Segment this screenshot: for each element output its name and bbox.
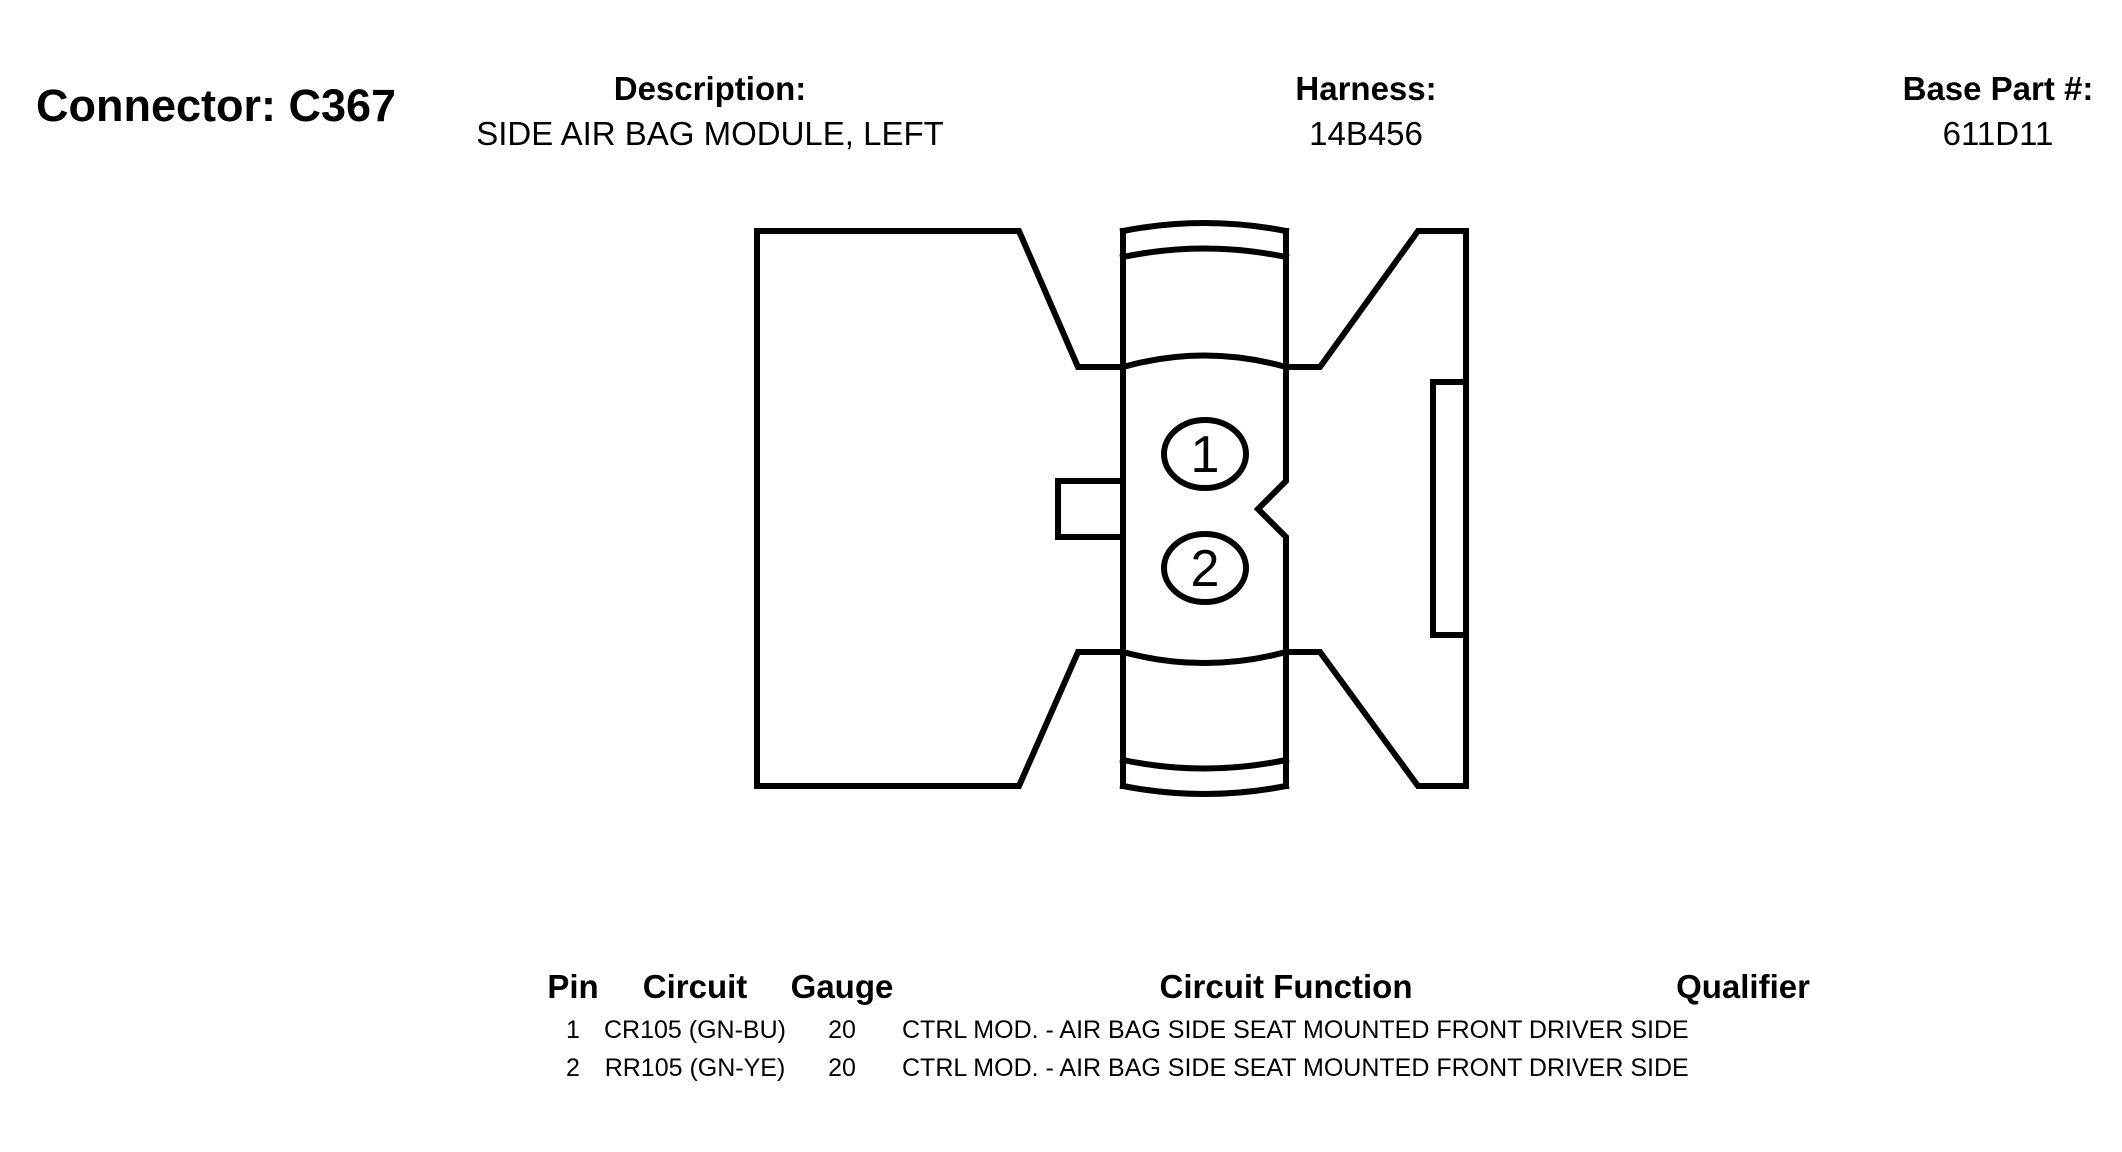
connector-top-cap: [1119, 220, 1290, 261]
table-row-1-function: CTRL MOD. - AIR BAG SIDE SEAT MOUNTED FR…: [902, 1016, 1689, 1044]
pin-1-circle: [1161, 417, 1249, 491]
table-row-1-circuit: CR105 (GN-BU): [604, 1016, 786, 1044]
description-label: Description:: [613, 70, 807, 107]
table-row-2-circuit: RR105 (GN-YE): [604, 1054, 786, 1082]
connector-latch-tab: [1055, 478, 1126, 540]
table-header-function: Circuit Function: [1159, 968, 1413, 1005]
table-row-1-pin: 1: [566, 1016, 580, 1044]
table-row-2-gauge: 20: [828, 1054, 856, 1082]
base-part-label: Base Part #:: [1902, 70, 2094, 107]
connector-inner-arc-top: [1119, 352, 1290, 371]
table-header-pin: Pin: [547, 968, 599, 1005]
table-row-1-gauge: 20: [828, 1016, 856, 1044]
pin-1-label: 1: [1191, 426, 1220, 484]
table-header-circuit: Circuit: [642, 968, 748, 1005]
table-header-gauge: Gauge: [790, 968, 894, 1005]
harness-value: 14B456: [1309, 115, 1423, 152]
pin-2-label: 2: [1191, 540, 1220, 598]
connector-bottom-cap: [1119, 756, 1290, 797]
connector-left-body: [754, 228, 1126, 789]
table-row-2-pin: 2: [566, 1054, 580, 1082]
pin-2-circle: [1161, 531, 1249, 605]
table-row-2-function: CTRL MOD. - AIR BAG SIDE SEAT MOUNTED FR…: [902, 1054, 1689, 1082]
connector-title: Connector: C367: [36, 80, 397, 131]
base-part-value: 611D11: [1942, 115, 2054, 152]
description-value: SIDE AIR BAG MODULE, LEFT: [476, 115, 944, 152]
connector-right-body: [1283, 228, 1469, 789]
connector-center-body: [1120, 228, 1289, 789]
connector-right-slot: [1430, 379, 1469, 638]
table-header-qualifier: Qualifier: [1676, 968, 1810, 1005]
connector-inner-arc-bottom: [1119, 648, 1290, 666]
harness-label: Harness:: [1295, 70, 1437, 107]
